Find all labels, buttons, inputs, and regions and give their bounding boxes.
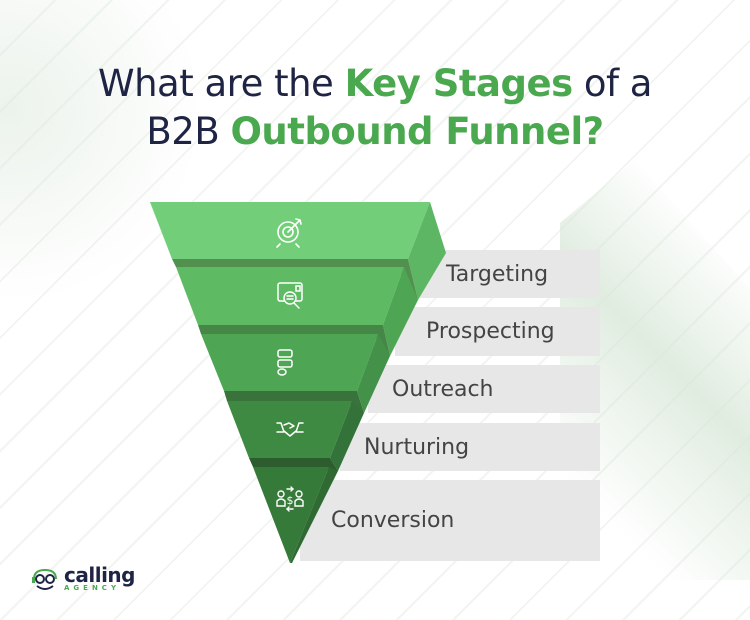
title-highlight: Outbound Funnel? — [230, 110, 604, 153]
stage-label-outreach: Outreach — [368, 365, 600, 413]
contact-list-icon — [277, 349, 293, 376]
svg-text:$: $ — [287, 494, 294, 507]
money-exchange-icon: $ — [276, 486, 304, 512]
stage-label-text: Conversion — [331, 508, 455, 533]
stage-label-conversion: Conversion — [300, 480, 600, 561]
title-text: B2B — [146, 110, 231, 153]
stage-label-text: Prospecting — [426, 319, 555, 344]
headset-smile-icon — [32, 568, 57, 590]
target-arrow-icon — [276, 218, 302, 248]
stage-label-text: Targeting — [446, 261, 549, 287]
stage-label-prospecting: Prospecting — [395, 307, 600, 356]
funnel-segment-outreach — [201, 334, 390, 413]
logo-subtitle: AGENCY — [64, 584, 121, 592]
calling-agency-logo: calling AGENCY — [30, 563, 135, 593]
logo-wordmark: calling AGENCY — [64, 563, 135, 593]
title-line-2: B2B Outbound Funnel? — [0, 108, 750, 156]
funnel-segment-nurturing — [227, 401, 364, 471]
title-text: What are the — [98, 62, 345, 105]
stage-label-text: Nurturing — [364, 434, 470, 460]
page-title: What are the Key Stages of a B2B Outboun… — [0, 60, 750, 156]
logo-name: calling — [64, 563, 135, 587]
stage-label-text: Outreach — [392, 376, 494, 402]
title-highlight: Key Stages — [344, 62, 574, 105]
stage-label-nurturing: Nurturing — [340, 423, 600, 471]
document-search-icon — [277, 282, 303, 309]
handshake-icon — [276, 422, 304, 437]
title-line-1: What are the Key Stages of a — [0, 60, 750, 108]
stage-label-targeting: Targeting — [420, 250, 600, 298]
funnel-segment-conversion — [253, 467, 338, 563]
title-text: of a — [572, 62, 653, 105]
